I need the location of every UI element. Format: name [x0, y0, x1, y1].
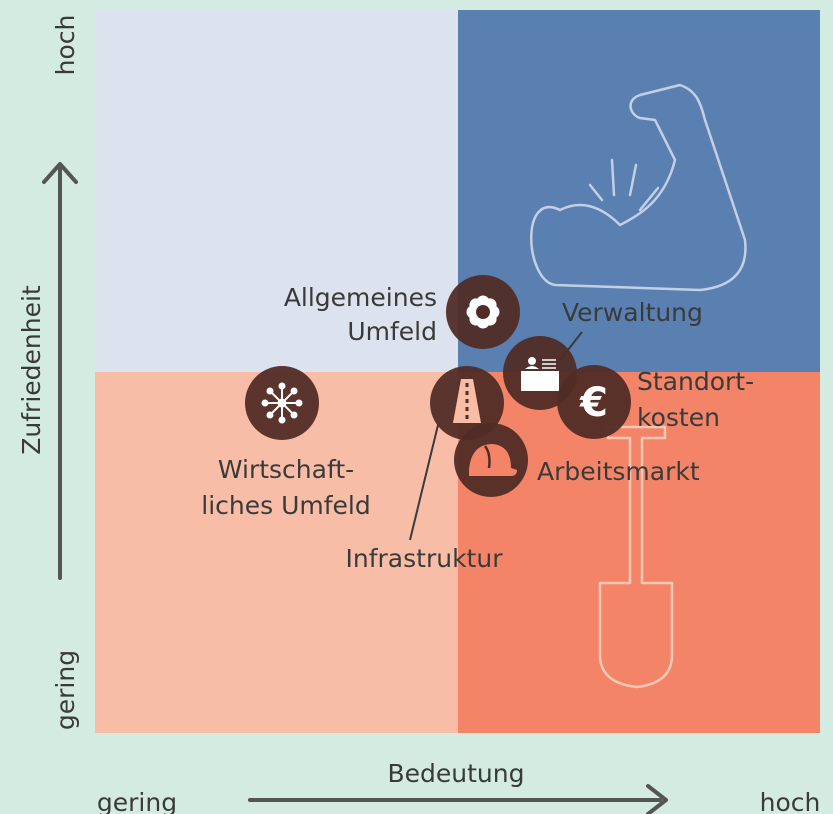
data-point-arbeitsmarkt [454, 423, 528, 497]
quadrant-bottom-right [458, 372, 820, 733]
data-point-wirtschaftliches-umfeld [245, 366, 319, 440]
data-point-infrastruktur [430, 366, 504, 440]
data-label-standortkosten: Standort-kosten [637, 367, 754, 432]
network-icon [261, 382, 303, 424]
flexed-arm-icon [530, 83, 747, 292]
data-label-line: Arbeitsmarkt [537, 457, 700, 486]
quadrant-top-left [95, 10, 458, 372]
leader-line-infrastruktur [409, 424, 439, 541]
x-axis-title: Bedeutung [388, 759, 525, 788]
data-label-line: Wirtschaft- [218, 455, 354, 484]
y-axis-high-label: hoch [51, 15, 80, 76]
data-point-marker [557, 365, 631, 439]
y-axis: hoch Zufriedenheit gering [17, 15, 80, 730]
flower-icon [466, 295, 500, 329]
road-icon [453, 379, 481, 423]
data-label-line: Standort- [637, 367, 754, 396]
x-axis-high-label: hoch [760, 788, 821, 814]
data-label-arbeitsmarkt: Arbeitsmarkt [537, 457, 700, 486]
data-label-line: kosten [637, 403, 720, 432]
y-axis-low-label: gering [51, 650, 80, 730]
hard-hat-icon [469, 444, 517, 476]
data-label-line: Infrastruktur [346, 544, 504, 573]
data-label-line: Allgemeines [284, 283, 437, 312]
data-point-standortkosten: € [557, 365, 631, 439]
data-label-wirtschaftliches-umfeld: Wirtschaft-liches Umfeld [201, 455, 370, 520]
shovel-icon [598, 425, 674, 689]
data-label-line: Verwaltung [562, 298, 703, 327]
x-axis-low-label: gering [97, 788, 177, 814]
euro-icon: € [579, 380, 608, 426]
data-label-infrastruktur: Infrastruktur [346, 544, 504, 573]
data-label-line: Umfeld [347, 317, 437, 346]
data-points: € [245, 275, 631, 497]
data-label-line: liches Umfeld [201, 491, 370, 520]
data-label-verwaltung: Verwaltung [562, 298, 703, 327]
data-point-verwaltung [503, 336, 577, 410]
data-point-allgemeines-umfeld [446, 275, 520, 349]
svg-text:€: € [579, 380, 608, 426]
x-axis: Bedeutung gering hoch [97, 759, 820, 814]
id-card-icon [521, 357, 559, 391]
y-axis-title: Zufriedenheit [17, 285, 46, 455]
